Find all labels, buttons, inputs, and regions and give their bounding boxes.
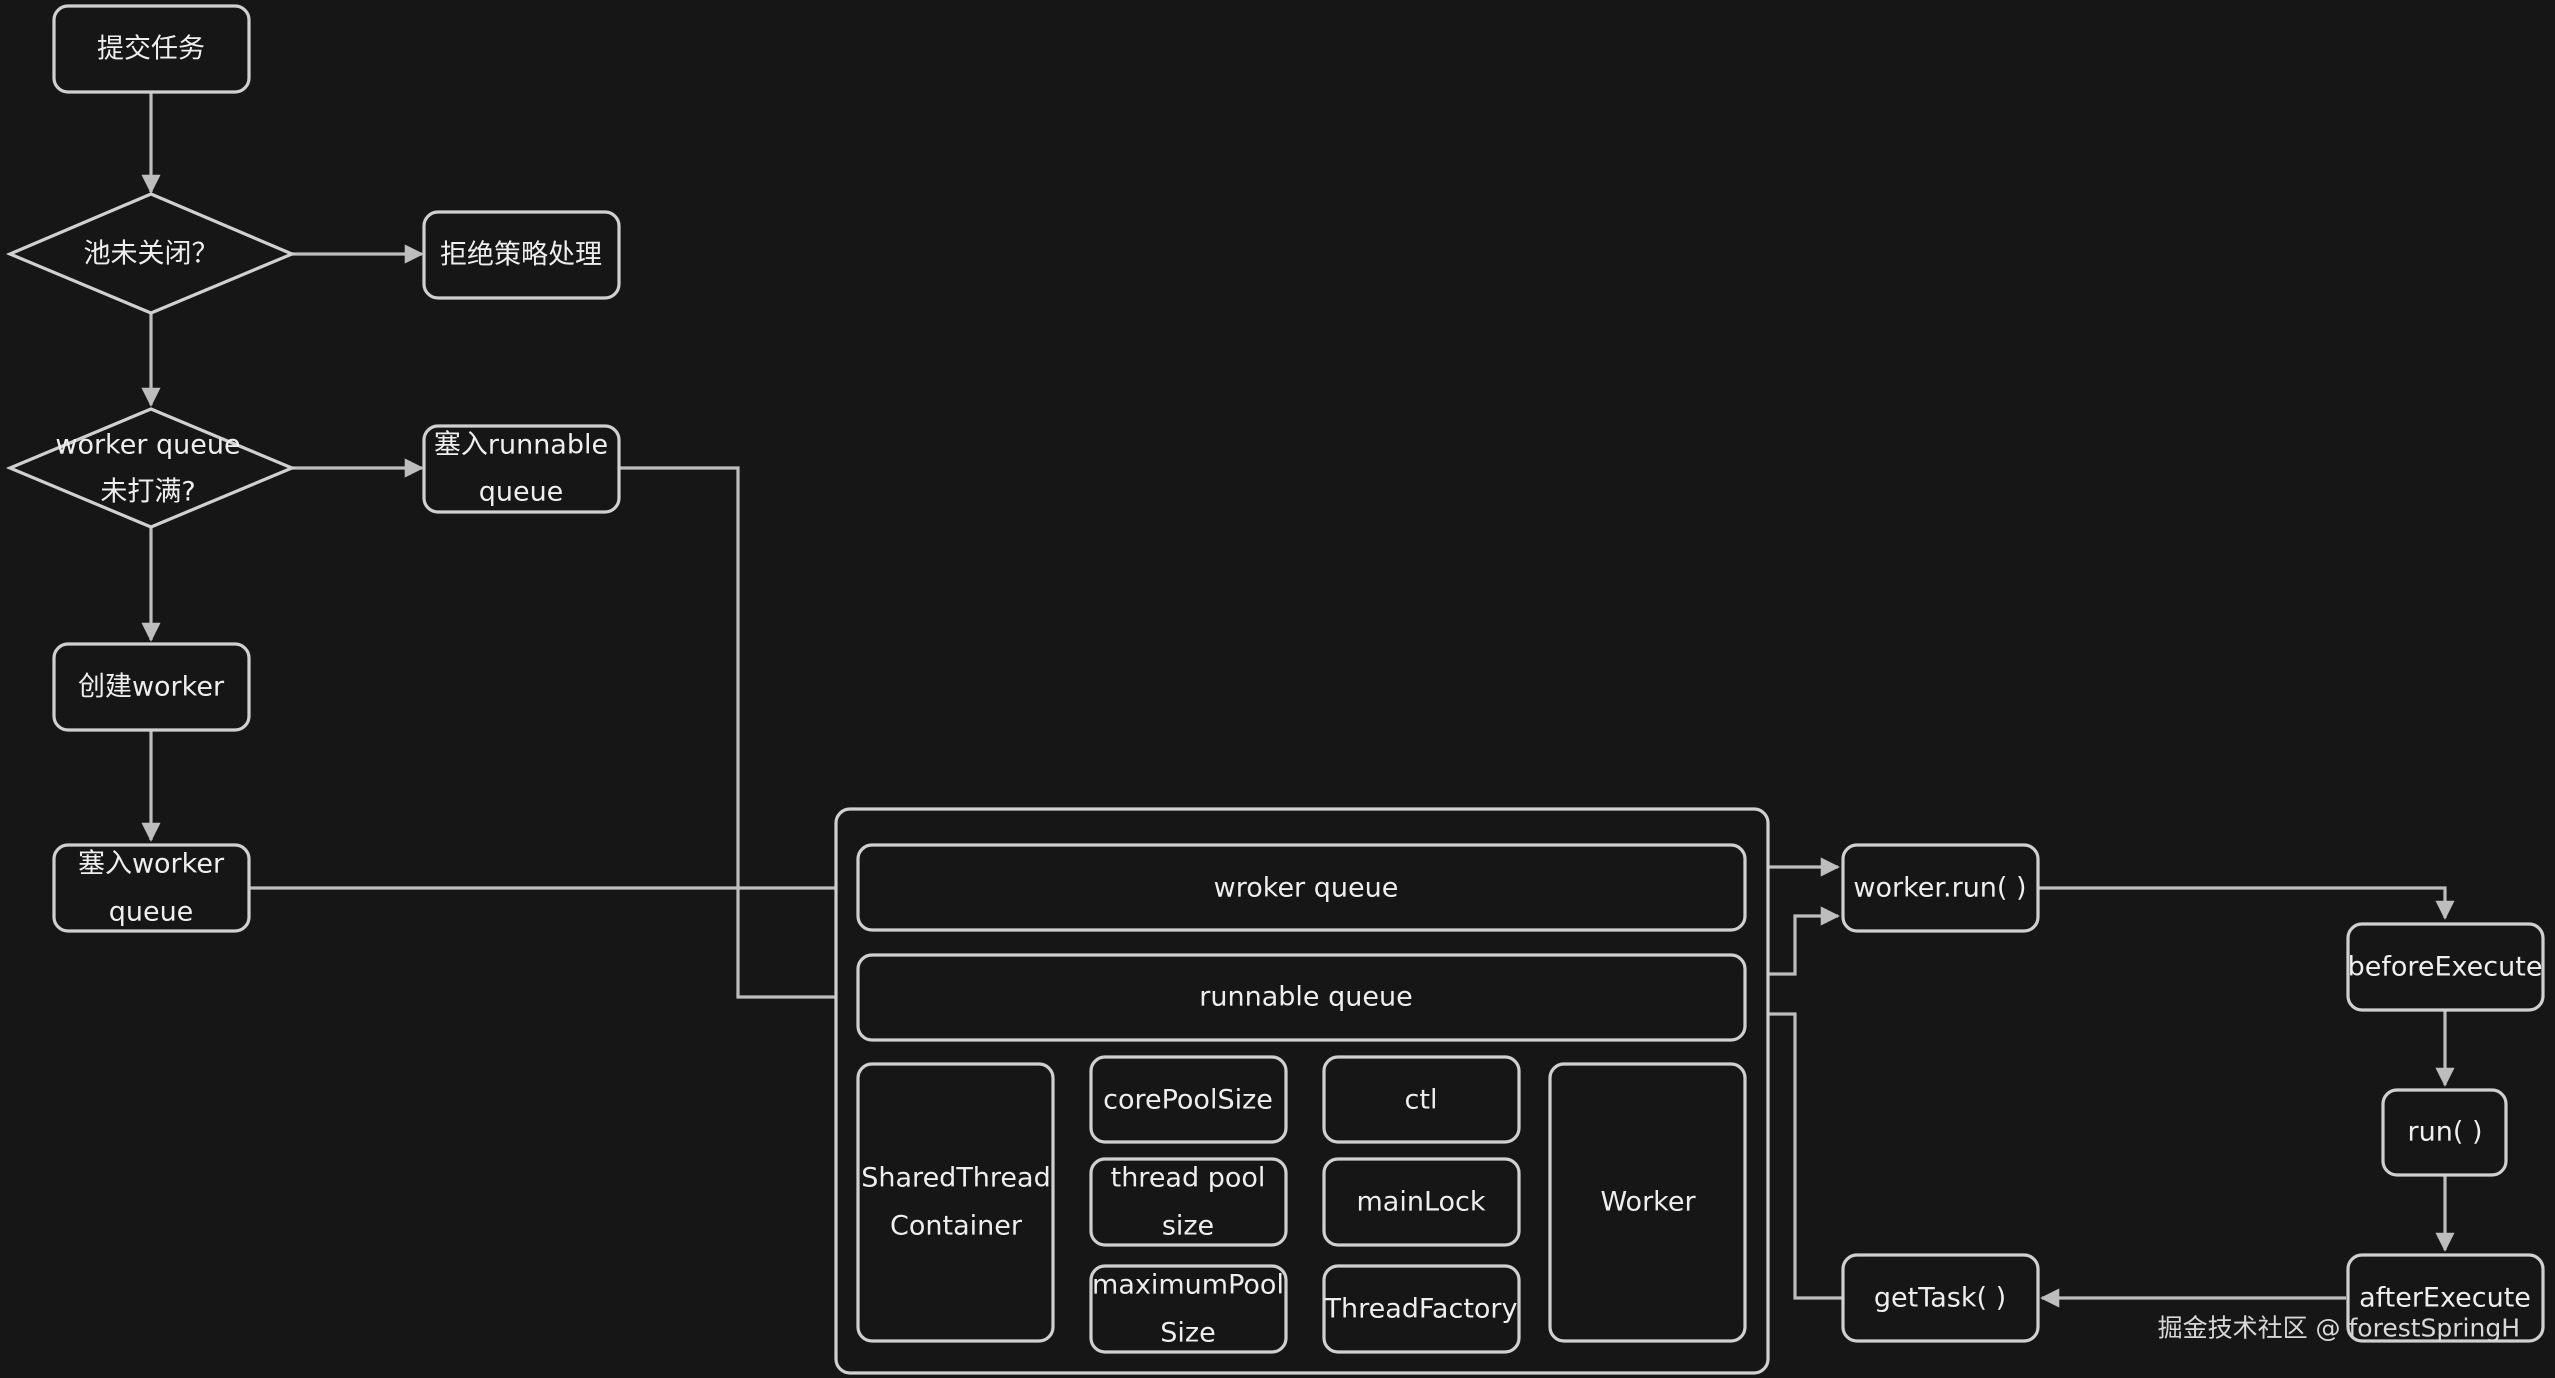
worker-queue-label: wroker queue	[1214, 873, 1399, 904]
reject-policy-label: 拒绝策略处理	[440, 240, 602, 271]
thread-pool-size-line1: thread pool	[1111, 1163, 1266, 1194]
shared-thread-line2: Container	[890, 1211, 1023, 1242]
pool-not-closed-label: 池未关闭？	[84, 239, 219, 270]
node-maximum-pool-size: maximumPool Size	[1089, 1264, 1288, 1354]
thread-pool-container	[834, 807, 1770, 1375]
create-worker-label: 创建worker	[78, 672, 225, 703]
shared-thread-line1: SharedThread	[861, 1163, 1050, 1194]
node-push-runnable-queue: 塞入runnable queue	[422, 424, 621, 514]
node-push-worker-queue: 塞入worker queue	[52, 843, 251, 933]
node-thread-factory: ThreadFactory	[1322, 1264, 1521, 1354]
worker-queue-bar: wroker queue	[856, 843, 1747, 932]
node-get-task: getTask( )	[1841, 1253, 2040, 1343]
core-pool-size-label: corePoolSize	[1103, 1085, 1273, 1116]
runnable-queue-label: runnable queue	[1199, 982, 1412, 1013]
node-main-lock: mainLock	[1322, 1157, 1521, 1247]
edges	[141, 92, 2455, 1308]
node-submit-task: 提交任务	[52, 4, 251, 94]
maximum-pool-size-line2: Size	[1160, 1318, 1215, 1349]
edge-get-task-to-runnable-queue	[1746, 1004, 1842, 1300]
push-runnable-line2: queue	[479, 477, 564, 508]
thread-factory-label: ThreadFactory	[1323, 1294, 1517, 1325]
thread-pool-size-line2: size	[1162, 1211, 1214, 1242]
node-before-execute: beforeExecute	[2346, 922, 2545, 1012]
node-thread-pool-size: thread pool size	[1089, 1157, 1288, 1247]
worker-label: Worker	[1600, 1187, 1696, 1218]
run-label: run( )	[2408, 1117, 2483, 1148]
submit-task-label: 提交任务	[97, 34, 205, 65]
main-lock-label: mainLock	[1356, 1187, 1485, 1218]
node-run: run( )	[2381, 1088, 2508, 1177]
ctl-label: ctl	[1405, 1085, 1438, 1116]
worker-queue-check-line1: worker queue	[55, 430, 240, 461]
node-core-pool-size: corePoolSize	[1089, 1055, 1288, 1144]
edge-push-runnable-to-runnable-queue	[619, 466, 857, 1007]
edge-runnable-queue-to-worker-run	[1745, 906, 1840, 976]
after-execute-label: afterExecute	[2359, 1283, 2531, 1314]
node-reject-policy: 拒绝策略处理	[422, 210, 621, 300]
decision-pool-not-closed: 池未关闭？	[5, 192, 297, 315]
node-shared-thread-container: SharedThread Container	[856, 1062, 1055, 1343]
worker-queue-check-line2: 未打满?	[100, 477, 195, 508]
node-after-execute: afterExecute	[2346, 1253, 2545, 1343]
edge-worker-run-to-before-execute	[2038, 886, 2455, 920]
node-ctl: ctl	[1322, 1055, 1521, 1144]
watermark: 掘金技术社区 @ forestSpringH	[2158, 1314, 2520, 1343]
worker-run-label: worker.run( )	[1853, 873, 2026, 904]
maximum-pool-size-line1: maximumPool	[1092, 1270, 1284, 1301]
push-worker-line1: 塞入worker	[78, 849, 225, 880]
push-runnable-line1: 塞入runnable	[434, 430, 608, 461]
get-task-label: getTask( )	[1874, 1283, 2006, 1314]
node-worker: Worker	[1548, 1062, 1747, 1343]
node-worker-run: worker.run( )	[1841, 843, 2040, 933]
runnable-queue-bar: runnable queue	[856, 953, 1747, 1042]
before-execute-label: beforeExecute	[2348, 952, 2543, 983]
node-create-worker: 创建worker	[52, 642, 251, 732]
push-worker-line2: queue	[109, 897, 194, 928]
decision-worker-queue-not-full: worker queue 未打满?	[5, 407, 297, 529]
